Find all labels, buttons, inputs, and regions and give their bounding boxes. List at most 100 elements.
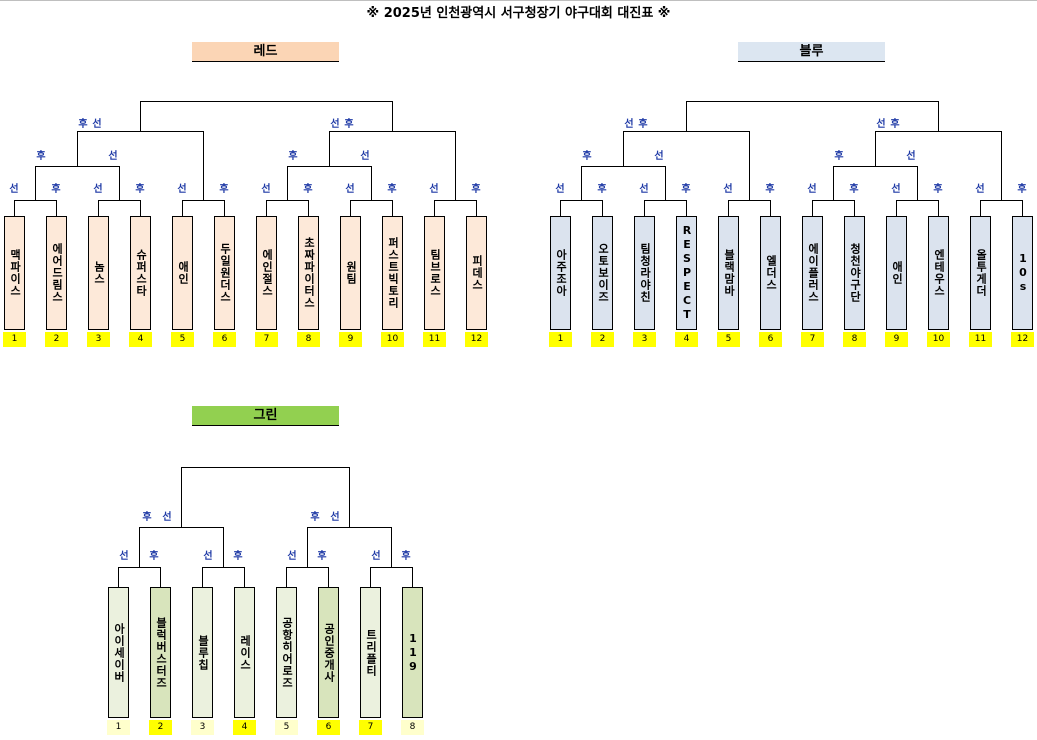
- bracket-line-left: [644, 200, 645, 217]
- team-box: 엘더스: [760, 216, 781, 330]
- order-label: 후: [401, 551, 411, 562]
- team-box: 트리플티: [360, 587, 381, 718]
- team-number: 5: [717, 332, 740, 347]
- team-number: 8: [297, 332, 320, 347]
- order-label: 선: [345, 184, 355, 195]
- bracket-line: [455, 166, 456, 201]
- order-label: 선: [330, 512, 340, 523]
- bracket-line-right: [56, 200, 57, 217]
- order-label: 후: [681, 184, 691, 195]
- order-label: 후: [597, 184, 607, 195]
- team-number: 12: [1011, 332, 1034, 347]
- bracket-line-left: [581, 166, 582, 201]
- bracket-line: [749, 166, 750, 201]
- order-label: 선: [429, 184, 439, 195]
- bracket-line-right: [308, 200, 309, 217]
- bracket-line-right: [223, 527, 224, 568]
- team-number: 4: [675, 332, 698, 347]
- team-number: 2: [149, 720, 172, 735]
- bracket-line-right: [412, 567, 413, 588]
- bracket-line-right: [160, 567, 161, 588]
- team-number: 4: [129, 332, 152, 347]
- order-label: 후: [582, 151, 592, 162]
- bracket-line-left: [370, 567, 371, 588]
- team-box: 공항히어로즈: [276, 587, 297, 718]
- order-label: 선: [891, 184, 901, 195]
- team-number: 2: [45, 332, 68, 347]
- team-box: 엔테우스: [928, 216, 949, 330]
- bracket-line-left: [875, 131, 876, 167]
- order-label: 후: [288, 151, 298, 162]
- bracket-line-left: [182, 200, 183, 217]
- bracket-line-left: [329, 131, 330, 167]
- team-box: 퍼스트빅토리: [382, 216, 403, 330]
- order-label: 선: [261, 184, 271, 195]
- order-label: 후: [834, 151, 844, 162]
- team-number: 1: [3, 332, 26, 347]
- order-label: 선: [906, 151, 916, 162]
- team-box: 블랙맘바: [718, 216, 739, 330]
- bracket-line-left: [118, 567, 119, 588]
- team-box: 팀브로스: [424, 216, 445, 330]
- team-box: 블럭버스터즈: [150, 587, 171, 718]
- order-label: 선: [9, 184, 19, 195]
- team-box: 아이세이버: [108, 587, 129, 718]
- team-box: 블루칩: [192, 587, 213, 718]
- team-number: 5: [171, 332, 194, 347]
- bracket-line-right: [244, 567, 245, 588]
- bracket-line-left: [350, 200, 351, 217]
- order-label: 후: [142, 512, 152, 523]
- order-label: 후: [387, 184, 397, 195]
- team-box: 맥파이스: [4, 216, 25, 330]
- team-number: 10: [381, 332, 404, 347]
- bracket-line-right: [224, 200, 225, 217]
- team-box: 레이스: [234, 587, 255, 718]
- order-label: 후: [471, 184, 481, 195]
- team-box: 아주조아: [550, 216, 571, 330]
- bracket-line-right: [854, 200, 855, 217]
- team-number: 11: [969, 332, 992, 347]
- order-label: 후: [303, 184, 313, 195]
- bracket-line-right: [203, 131, 204, 167]
- order-label: 후: [765, 184, 775, 195]
- team-box: RESPECT: [676, 216, 697, 330]
- team-number: 7: [255, 332, 278, 347]
- order-label: 선: [807, 184, 817, 195]
- team-box: 슈퍼스타: [130, 216, 151, 330]
- team-box: 119: [402, 587, 423, 718]
- team-box: 에이플러스: [802, 216, 823, 330]
- order-label: 선: [162, 512, 172, 523]
- group-header-red: 레드: [192, 42, 339, 62]
- team-number: 9: [885, 332, 908, 347]
- order-label: 선: [93, 184, 103, 195]
- bracket-line-left: [623, 131, 624, 167]
- bracket-line-right: [119, 166, 120, 201]
- bracket-line-left: [14, 200, 15, 217]
- order-label: 후: [219, 184, 229, 195]
- order-label: 후: [344, 119, 354, 130]
- order-label: 후: [1017, 184, 1027, 195]
- bracket-line-left: [77, 131, 78, 167]
- bracket-line-right: [371, 166, 372, 201]
- team-box: 초짜파이터스: [298, 216, 319, 330]
- bracket-line-left: [434, 200, 435, 217]
- order-label: 선: [92, 119, 102, 130]
- bracket-line-left: [833, 166, 834, 201]
- team-number: 2: [591, 332, 614, 347]
- order-label: 후: [233, 551, 243, 562]
- bracket-line-right: [602, 200, 603, 217]
- bracket-line-right: [391, 527, 392, 568]
- team-number: 3: [87, 332, 110, 347]
- bracket-line-top: [686, 101, 939, 102]
- order-label: 후: [849, 184, 859, 195]
- order-label: 후: [933, 184, 943, 195]
- bracket-line-left: [140, 101, 141, 132]
- order-label: 후: [317, 551, 327, 562]
- bracket-line-left: [980, 200, 981, 217]
- team-box: 피데스: [466, 216, 487, 330]
- bracket-line-left: [560, 200, 561, 217]
- order-label: 선: [330, 119, 340, 130]
- team-box: 팀청라야친: [634, 216, 655, 330]
- order-label: 후: [36, 151, 46, 162]
- bracket-line-left: [286, 567, 287, 588]
